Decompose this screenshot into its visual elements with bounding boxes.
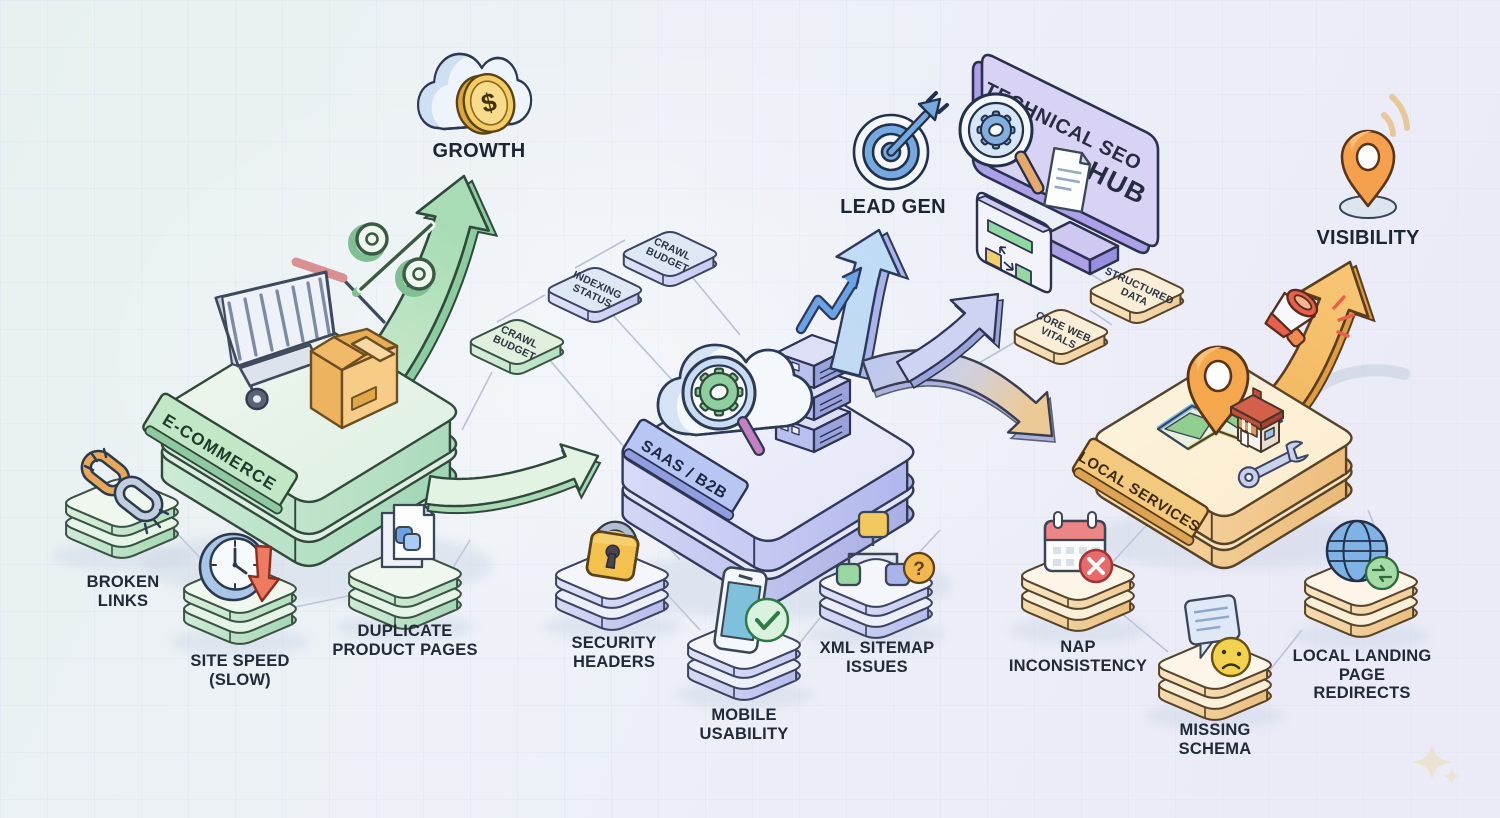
- svg-text:REDIRECTS: REDIRECTS: [1313, 684, 1410, 702]
- svg-text:HEADERS: HEADERS: [573, 653, 655, 671]
- svg-text:SCHEMA: SCHEMA: [1179, 740, 1252, 758]
- svg-text:PAGE: PAGE: [1339, 666, 1385, 684]
- svg-text:?: ?: [913, 559, 925, 580]
- svg-text:ISSUES: ISSUES: [846, 658, 908, 676]
- svg-text:INCONSISTENCY: INCONSISTENCY: [1009, 657, 1147, 675]
- svg-text:SECURITY: SECURITY: [571, 634, 656, 652]
- svg-text:LEAD GEN: LEAD GEN: [840, 196, 946, 218]
- svg-text:USABILITY: USABILITY: [700, 725, 789, 743]
- svg-text:LOCAL LANDING: LOCAL LANDING: [1293, 647, 1432, 665]
- svg-text:LINKS: LINKS: [98, 592, 149, 610]
- svg-text:NAP: NAP: [1060, 638, 1095, 656]
- svg-text:PRODUCT PAGES: PRODUCT PAGES: [332, 641, 477, 659]
- svg-text:SITE SPEED: SITE SPEED: [190, 652, 289, 670]
- svg-text:MISSING: MISSING: [1179, 721, 1250, 739]
- svg-text:BROKEN: BROKEN: [87, 573, 160, 591]
- svg-text:(SLOW): (SLOW): [209, 671, 271, 689]
- svg-text:DUPLICATE: DUPLICATE: [358, 622, 453, 640]
- svg-text:VISIBILITY: VISIBILITY: [1316, 227, 1420, 249]
- svg-text:GROWTH: GROWTH: [433, 140, 526, 162]
- svg-text:XML SITEMAP: XML SITEMAP: [820, 639, 935, 657]
- svg-text:MOBILE: MOBILE: [711, 706, 776, 724]
